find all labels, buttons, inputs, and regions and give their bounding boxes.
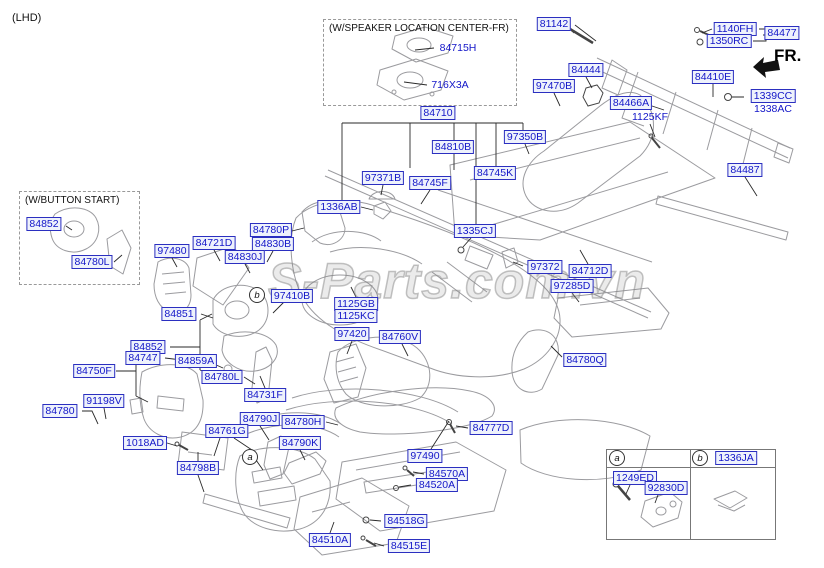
legend-header-b [691,450,775,468]
part-label-84518g[interactable]: 84518G [384,514,428,528]
button-start-option-box: (W/BUTTON START) [19,191,140,285]
part-label-84745f[interactable]: 84745F [409,176,451,190]
legend-cell-a [607,468,691,539]
speaker-option-title: (W/SPEAKER LOCATION CENTER-FR) [329,23,509,34]
part-label-84747[interactable]: 84747 [125,351,161,365]
part-label-1350rc[interactable]: 1350RC [706,34,752,48]
part-label-84830b[interactable]: 84830B [251,237,295,251]
part-label-84780l[interactable]: 84780L [201,370,243,384]
part-label-84790k[interactable]: 84790K [278,436,322,450]
part-label-84852[interactable]: 84852 [26,217,62,231]
part-label-84780[interactable]: 84780 [42,404,78,418]
part-label-84410e[interactable]: 84410E [691,70,735,84]
part-label-84712d[interactable]: 84712D [568,264,612,278]
part-label-1125kc[interactable]: 1125KC [334,309,378,323]
part-label-1336ja[interactable]: 1336JA [715,451,757,465]
part-label-81142[interactable]: 81142 [536,17,572,31]
part-label-84520a[interactable]: 84520A [415,478,459,492]
part-label-97285d[interactable]: 97285D [550,279,594,293]
part-label-97372[interactable]: 97372 [527,260,563,274]
part-label-84745k[interactable]: 84745K [473,166,517,180]
part-label-97371b[interactable]: 97371B [361,171,405,185]
part-label-97410b[interactable]: 97410B [270,289,314,303]
part-label-84731f[interactable]: 84731F [244,388,286,402]
part-label-97480[interactable]: 97480 [154,244,190,258]
part-label-84851[interactable]: 84851 [161,307,197,321]
part-label-84710[interactable]: 84710 [420,106,456,120]
speaker-option-box: (W/SPEAKER LOCATION CENTER-FR) [323,19,517,106]
part-label-84466a[interactable]: 84466A [609,96,653,110]
part-label-92830d[interactable]: 92830D [644,481,688,495]
part-label-97350b[interactable]: 97350B [503,130,547,144]
callout-marker-diagram-a: a [242,449,258,465]
fr-direction-label: FR. [774,46,802,65]
legend-table [606,449,776,540]
callout-marker-legend-a: a [609,450,625,466]
part-label-84780l[interactable]: 84780L [71,255,113,269]
part-label-84830j[interactable]: 84830J [224,250,266,264]
part-label-84721d[interactable]: 84721D [192,236,236,250]
part-label-1018ad[interactable]: 1018AD [123,436,167,450]
part-label-1336ab[interactable]: 1336AB [317,200,361,214]
part-label-84750f[interactable]: 84750F [73,364,115,378]
part-label-84477[interactable]: 84477 [764,26,800,40]
part-label-84515e[interactable]: 84515E [387,539,431,553]
legend-header-a [607,450,691,468]
part-label-84510a[interactable]: 84510A [308,533,352,547]
drive-variant-note: (LHD) [12,12,42,24]
part-label-84780q[interactable]: 84780Q [563,353,607,367]
part-label-84760v[interactable]: 84760V [378,330,422,344]
part-label-84715h[interactable]: 84715H [439,42,477,54]
button-start-option-title: (W/BUTTON START) [25,195,120,206]
part-label-1339cc[interactable]: 1339CC [750,89,796,103]
part-label-91198v[interactable]: 91198V [83,394,125,408]
part-label-1125gb[interactable]: 1125GB [334,297,378,311]
part-label-97470b[interactable]: 97470B [532,79,576,93]
part-label-97420[interactable]: 97420 [334,327,370,341]
part-label-84859a[interactable]: 84859A [174,354,218,368]
part-label-84790j[interactable]: 84790J [239,412,281,426]
legend-cell-b [691,468,775,539]
fr-arrow-icon [753,57,780,78]
part-label-84761g[interactable]: 84761G [205,424,249,438]
part-label-1338ac[interactable]: 1338AC [754,103,792,115]
part-label-84487[interactable]: 84487 [727,163,763,177]
part-label-84444[interactable]: 84444 [568,63,604,77]
part-label-84780p[interactable]: 84780P [249,223,293,237]
part-label-97490[interactable]: 97490 [407,449,443,463]
part-label-84777d[interactable]: 84777D [469,421,513,435]
part-label-84810b[interactable]: 84810B [431,140,475,154]
part-label-84780h[interactable]: 84780H [281,415,325,429]
callout-marker-diagram-b: b [249,287,265,303]
part-label-716x3a[interactable]: 716X3A [431,79,469,91]
part-label-84798b[interactable]: 84798B [176,461,220,475]
part-label-1125kf[interactable]: 1125KF [632,111,668,123]
callout-marker-legend-b: b [692,450,708,466]
part-label-1335cj[interactable]: 1335CJ [453,224,497,238]
